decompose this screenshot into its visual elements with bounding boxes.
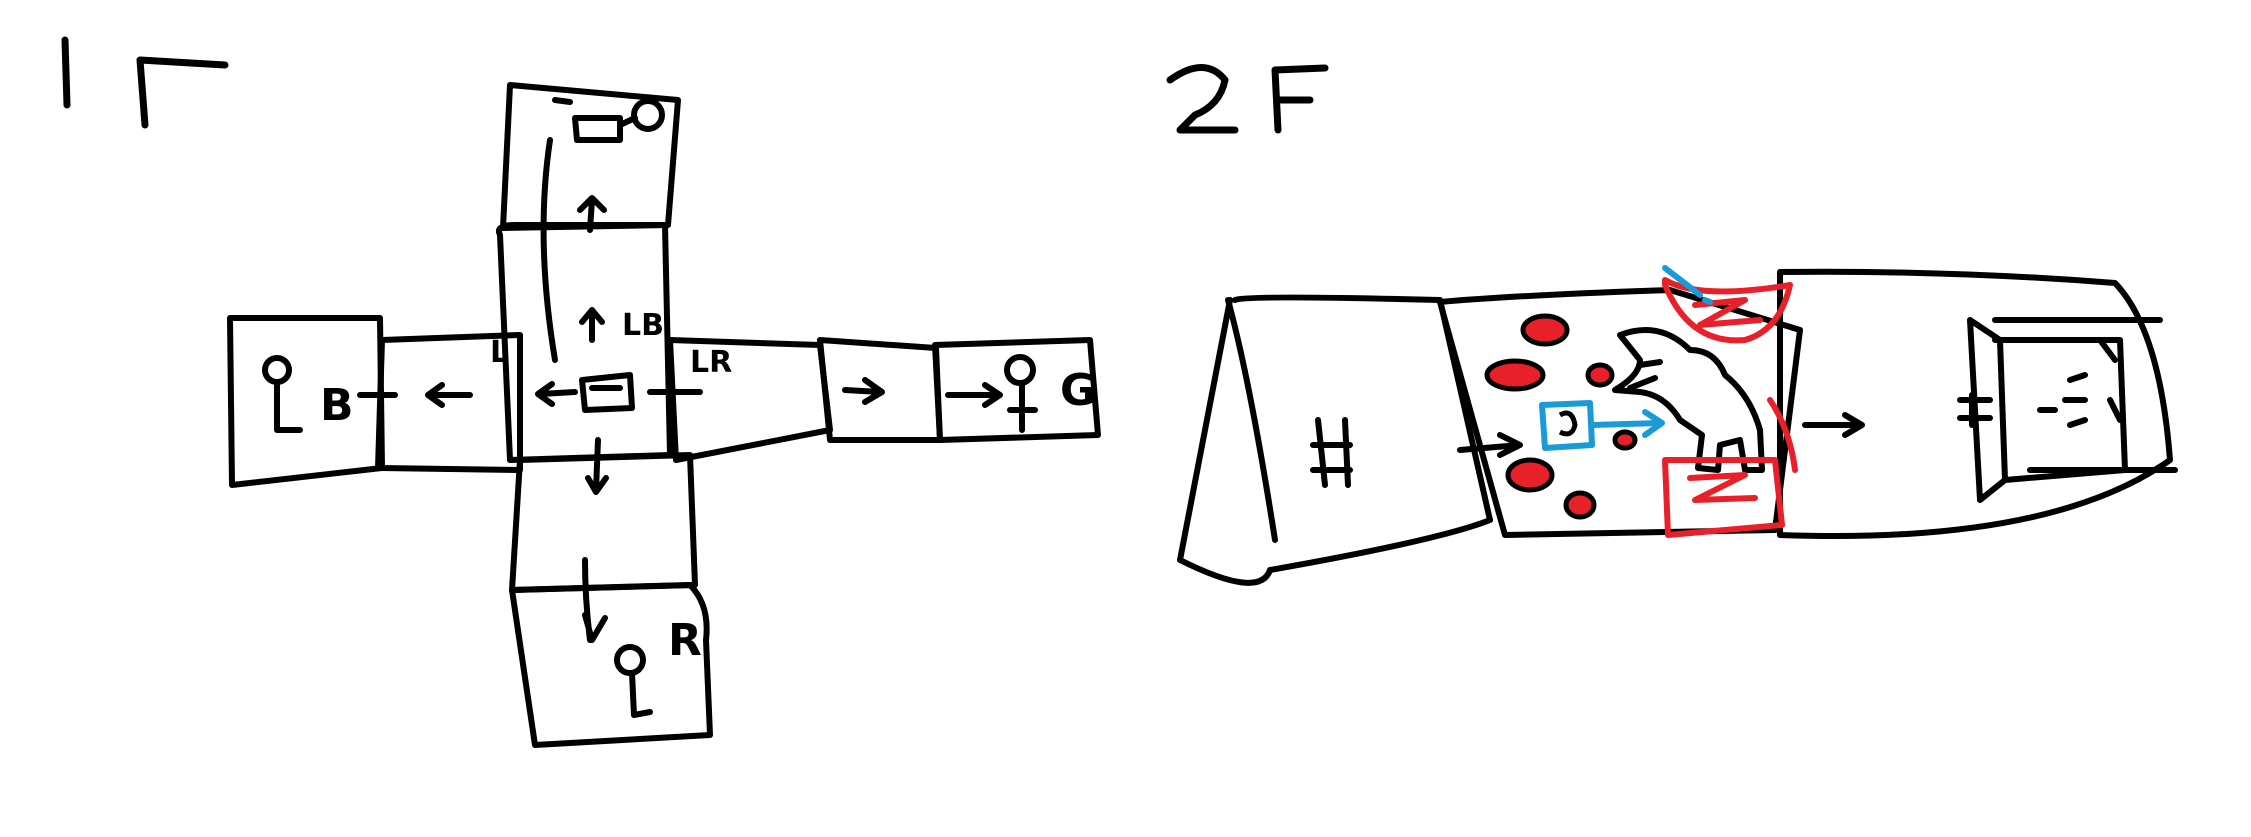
room-label-west-end: B: [320, 380, 354, 431]
room-west-end: [227, 315, 385, 488]
room-east-end: [932, 337, 1101, 443]
wolf-icon: [1612, 327, 1765, 473]
key-icon: [552, 97, 665, 143]
fire-trap-icon: [1662, 457, 1785, 538]
fire-trap-icon: [1662, 277, 1793, 344]
burst-icon: [2037, 372, 2088, 428]
floor-label-2f-mark: [1166, 64, 1329, 134]
door-arrow-east: [842, 377, 885, 405]
floor-1f-labels: LB L LR B G R: [320, 308, 1096, 666]
room-south: [509, 582, 713, 748]
fire-hazards: [1662, 277, 1798, 538]
fire-blobs: [1484, 313, 1638, 520]
water-elements: [1539, 265, 1713, 451]
door-arrow-east-2f: [1457, 432, 1523, 458]
floor-2f-title: 2F: [1170, 129, 1172, 131]
ladder-icon: [1310, 417, 1353, 488]
room-label-center-right: LR: [690, 345, 732, 380]
door-arrow-south: [585, 437, 609, 495]
floor-label-1f-mark: [61, 36, 229, 129]
room-label-east-end: G: [1060, 365, 1096, 416]
floor-1f-title: 1F: [60, 99, 62, 101]
floor-2f-map: [1177, 268, 2178, 586]
floor-1f-map: [227, 82, 1101, 748]
room-label-south-end: R: [668, 615, 702, 666]
key-icon: [262, 355, 303, 433]
key-icon: [1004, 354, 1038, 433]
water-switch-core: [1558, 410, 1578, 437]
room-east-corridor: [1777, 268, 2173, 540]
key-icon: [614, 644, 653, 718]
door-arrow-east-2f-b: [1802, 412, 1865, 438]
room-label-center-up: LB: [622, 308, 664, 343]
room-center-north: [496, 222, 673, 463]
room-center-south: [509, 452, 698, 593]
room-west-hall: [1177, 294, 1493, 586]
water-switch-icon: [1539, 400, 1595, 451]
room-label-center-left: L: [490, 335, 509, 370]
chest-icon: [579, 372, 635, 413]
